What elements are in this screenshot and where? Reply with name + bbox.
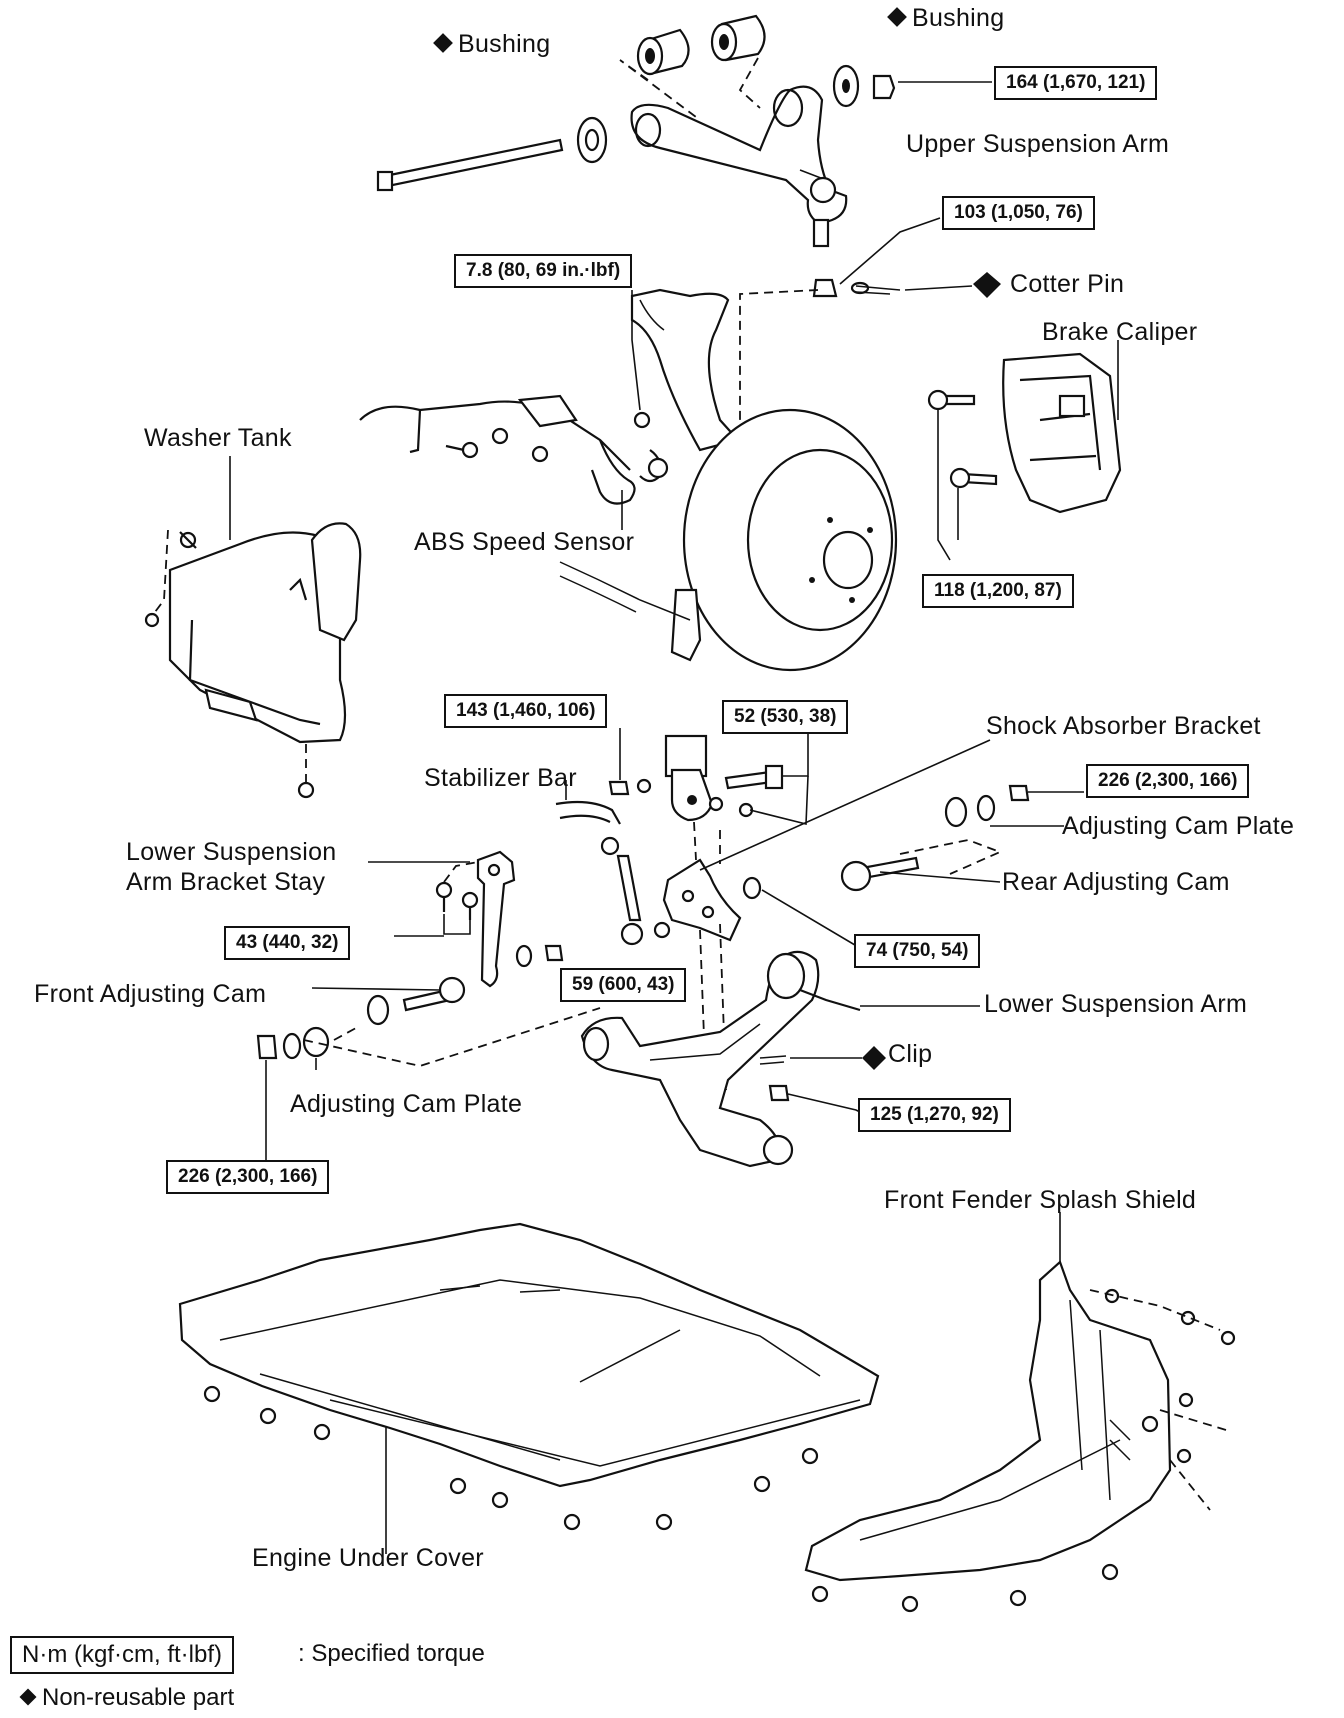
nonreusable-diamond-icon [887, 7, 907, 27]
torque-ball-joint-nut: 103 (1,050, 76) [942, 196, 1095, 230]
torque-rear-cam-nut: 226 (2,300, 166) [1086, 764, 1250, 798]
brake-caliper-part [927, 340, 1122, 561]
engine-under-cover-part [178, 1222, 880, 1554]
label-rear-adjusting-cam: Rear Adjusting Cam [1002, 868, 1230, 896]
label-shock-absorber-bracket: Shock Absorber Bracket [986, 712, 1261, 740]
torque-front-cam-nut: 226 (2,300, 166) [166, 1160, 330, 1194]
torque-upper-arm-nut: 164 (1,670, 121) [994, 66, 1158, 100]
lower-bracket-stay-and-cams [256, 784, 1084, 1166]
label-adjusting-cam-plate-right: Adjusting Cam Plate [1062, 812, 1295, 840]
label-engine-under-cover: Engine Under Cover [252, 1544, 484, 1572]
label-cotter-pin: Cotter Pin [1010, 270, 1125, 298]
bushing-left-part [636, 28, 690, 76]
torque-shock-bracket-nut: 74 (750, 54) [854, 934, 981, 968]
abs-speed-sensor-part [359, 290, 669, 530]
legend-nonreusable: Non-reusable part [19, 1684, 234, 1712]
label-lower-suspension-arm-bracket-stay-line2: Arm Bracket Stay [126, 868, 326, 896]
nonreusable-diamond-icon [19, 1688, 37, 1706]
nonreusable-diamond-icon [433, 33, 453, 53]
label-front-adjusting-cam: Front Adjusting Cam [34, 980, 267, 1008]
shock-absorber-and-stabilizer [555, 716, 991, 1091]
label-lower-suspension-arm: Lower Suspension Arm [984, 990, 1248, 1018]
torque-abs-sensor-bolt: 7.8 (80, 69 in.·lbf) [454, 254, 633, 288]
label-stabilizer-bar: Stabilizer Bar [424, 764, 577, 792]
label-clip: Clip [888, 1040, 933, 1068]
label-brake-caliper: Brake Caliper [1042, 318, 1198, 346]
steering-knuckle-and-rotor [559, 288, 898, 672]
washer-tank-part [144, 456, 362, 799]
label-bushing-right: Bushing [887, 4, 1004, 33]
torque-lower-ball-joint-nut: 125 (1,270, 92) [858, 1098, 1011, 1132]
legend-torque-box: N·m (kgf·cm, ft·lbf) [10, 1636, 234, 1674]
torque-stabilizer-link-nut: 143 (1,460, 106) [444, 694, 608, 728]
label-front-fender-splash-shield: Front Fender Splash Shield [884, 1186, 1197, 1214]
label-adjusting-cam-plate-left: Adjusting Cam Plate [290, 1090, 523, 1118]
label-bushing-left: Bushing [433, 30, 550, 59]
torque-shock-bolt: 52 (530, 38) [722, 700, 849, 734]
lower-suspension-arm-part [580, 950, 980, 1168]
bushing-right-part [710, 14, 766, 62]
label-lower-suspension-arm-bracket-stay-line1: Lower Suspension [126, 838, 337, 866]
upper-suspension-arm-assembly [376, 14, 1001, 420]
label-upper-suspension-arm: Upper Suspension Arm [906, 130, 1170, 158]
front-fender-splash-shield-part [804, 1212, 1236, 1613]
torque-bracket-stay-bolts: 43 (440, 32) [224, 926, 351, 960]
label-abs-speed-sensor: ABS Speed Sensor [414, 528, 635, 556]
torque-stay-nut: 59 (600, 43) [560, 968, 687, 1002]
legend-torque-text: : Specified torque [298, 1640, 485, 1667]
torque-caliper-bolts: 118 (1,200, 87) [922, 574, 1074, 608]
label-washer-tank: Washer Tank [144, 424, 292, 452]
